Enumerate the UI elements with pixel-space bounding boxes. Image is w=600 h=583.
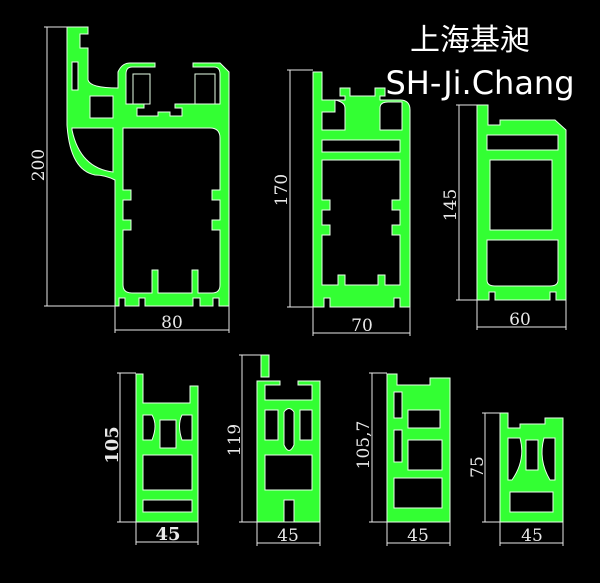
width-label: 45 <box>521 526 543 546</box>
profile-45x119: 119 45 <box>225 354 321 546</box>
width-label: 45 <box>277 526 299 546</box>
profile-45x105-7: 105,7 45 <box>354 372 451 546</box>
width-label: 45 <box>155 524 180 545</box>
profile-45x105: 105 45 <box>102 372 199 545</box>
width-label: 80 <box>161 313 183 333</box>
profile-60x145: 145 60 <box>441 104 567 330</box>
width-label: 60 <box>509 310 531 330</box>
profile-45x75: 75 45 <box>468 412 564 546</box>
brand-title-cn: 上海基昶 <box>410 23 530 58</box>
height-label: 200 <box>29 149 49 181</box>
height-label: 105,7 <box>354 421 374 470</box>
width-label: 45 <box>407 526 429 546</box>
height-label: 145 <box>441 189 461 221</box>
brand-title-en: SH-Ji.Chang <box>385 64 574 102</box>
height-label: 170 <box>272 174 292 206</box>
profile-80x200: 200 80 <box>29 26 230 333</box>
height-label: 75 <box>468 456 488 478</box>
width-label: 70 <box>351 316 373 336</box>
height-label: 119 <box>225 424 245 456</box>
profile-70x170: 170 70 <box>272 69 411 336</box>
height-label: 105 <box>102 426 123 464</box>
